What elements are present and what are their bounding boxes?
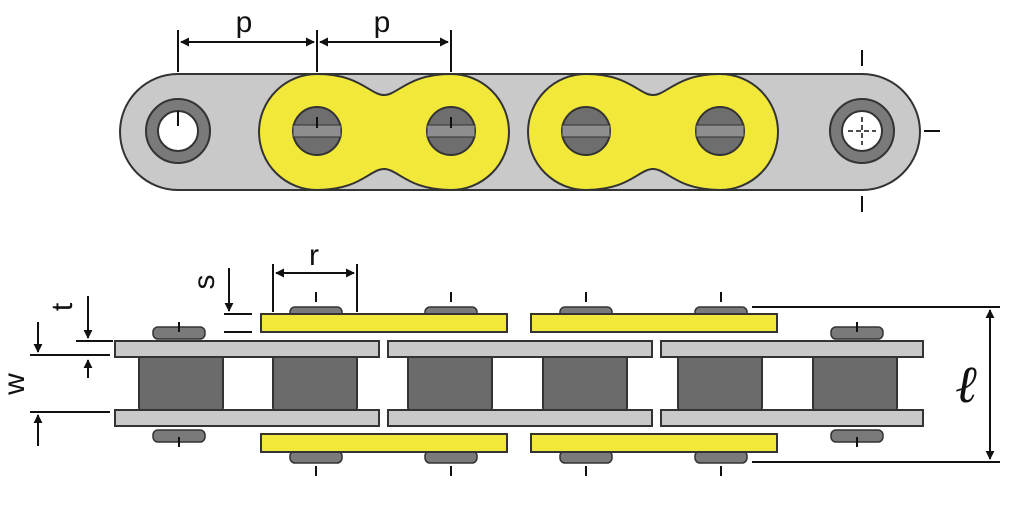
plate-thickness-s-dimension [224,268,252,333]
pin-top-4 [695,106,745,156]
outer-plate-top-1 [258,72,510,192]
plate-thickness-t-dimension [76,296,113,378]
pin-top-3 [561,106,611,156]
inner-plates-side [114,340,924,427]
inner-width-label: w [0,373,31,396]
plate-thickness-t-label: t [46,302,79,311]
pitch-label-2: p [374,6,391,39]
chain-side-view: r s t w ℓ [0,239,1000,476]
chain-top-view: p p [119,6,940,212]
inner-plate-top [119,73,921,191]
overall-length-dimension [752,306,1000,463]
centerline-marks-top [861,50,940,212]
roller-width-label: r [309,239,319,272]
inner-width-dimension [30,322,110,446]
end-bushing-right [829,98,895,164]
pitch-label-1: p [236,6,253,39]
overall-length-label: ℓ [955,357,977,414]
pin-centerline-ticks [178,292,858,476]
pitch-dimension [177,30,452,72]
plate-thickness-s-label: s [188,275,221,290]
outer-plate-top-2 [527,72,779,192]
roller-width-dimension [272,264,358,312]
rollers-side [138,352,898,414]
pin-top-2 [426,106,476,156]
outer-plates-side [260,313,778,453]
end-bushing-left [145,98,211,164]
pin-top-1 [292,106,342,156]
